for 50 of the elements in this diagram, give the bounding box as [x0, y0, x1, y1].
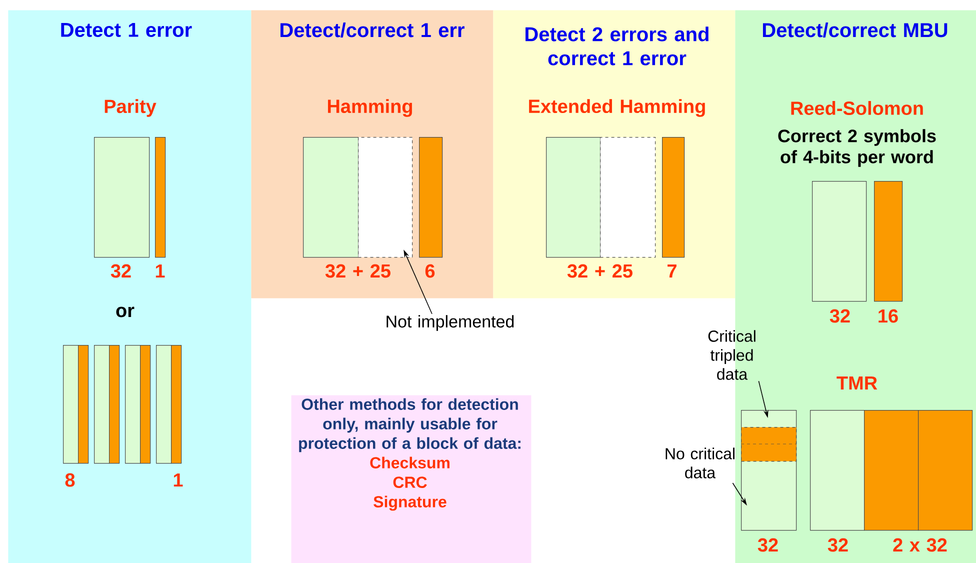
panel-title: Detect/correct 1 err: [280, 22, 464, 38]
bit-count: 32: [110, 264, 131, 278]
copy-bar: [864, 410, 919, 531]
method-note: Correct 2 symbols of 4-bits per word: [778, 129, 936, 167]
data-bar: [94, 137, 150, 258]
bit-count: 7: [668, 264, 676, 278]
check-bar: [419, 137, 443, 258]
parity-bar: [155, 137, 166, 258]
check-bar: [662, 137, 685, 258]
method-name: Parity: [104, 99, 156, 117]
note-text: Not implemented: [386, 315, 514, 331]
panel-title: Detect 2 errors and correct 1 error: [526, 26, 708, 66]
note-text: Critical tripled data: [708, 330, 756, 380]
check-bar: [874, 181, 903, 302]
bit-count: 32: [828, 538, 848, 552]
bit-count: 2 x 32: [893, 538, 947, 552]
copy-bar: [918, 410, 973, 531]
data-bar: [156, 345, 172, 464]
parity-bar: [78, 345, 89, 464]
bit-count: 32: [758, 538, 778, 552]
parity-bar: [109, 345, 120, 464]
bit-count: 1: [156, 264, 165, 278]
data-bar: [546, 137, 601, 258]
panel-title: Detect/correct MBU: [762, 22, 948, 38]
bit-count: 32 + 25: [325, 264, 390, 278]
data-bar: [125, 345, 141, 464]
method-name: Extended Hamming: [529, 99, 705, 117]
data-bar: [63, 345, 79, 464]
bit-count: 8: [65, 473, 75, 487]
parity-bar: [171, 345, 182, 464]
method-name: TMR: [836, 376, 878, 390]
panel-title: Detect 1 error: [61, 23, 192, 37]
data-bar: [94, 345, 110, 464]
critical-band: [740, 427, 797, 462]
data-bar: [303, 137, 359, 258]
note-text: No critical data: [666, 448, 734, 478]
or-text: or: [116, 306, 134, 318]
bit-count: 32 + 25: [567, 264, 632, 278]
parity-bar: [140, 345, 151, 464]
text-box: Other methods for detection only, mainly usable for protection of a block of data: Checksum CRC Signature: [291, 395, 532, 563]
data-bar: [812, 181, 867, 302]
method-name: Reed-Solomon: [791, 101, 923, 115]
bit-count: 1: [174, 473, 183, 487]
unused-bar: [600, 137, 656, 258]
method-name: Hamming: [328, 99, 412, 117]
bit-count: 32: [830, 309, 850, 323]
bit-count: 6: [425, 264, 435, 278]
data-bar: [810, 410, 865, 531]
bit-count: 16: [878, 309, 898, 323]
unused-bar: [358, 137, 413, 258]
